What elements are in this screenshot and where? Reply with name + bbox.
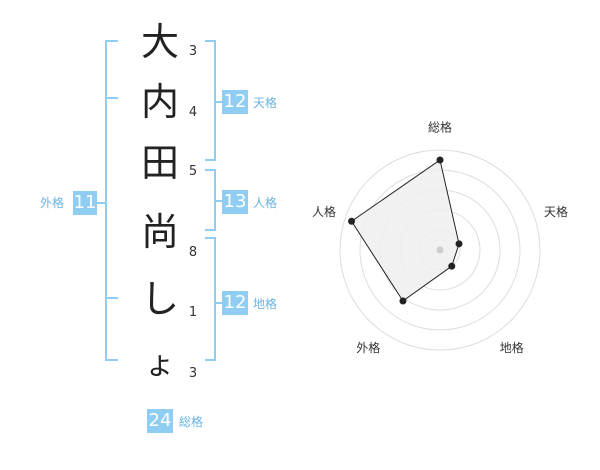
name-char-2: 内: [140, 80, 179, 124]
soukaku-label: 総格: [179, 415, 204, 429]
gaikaku-label: 外格: [40, 196, 65, 210]
radar-data-point: [348, 217, 356, 225]
radar-axis-label: 人格: [312, 204, 336, 219]
name-char-4: 尚: [140, 210, 179, 254]
radar-axis-label: 天格: [544, 204, 568, 219]
gaikaku-badge: 11: [73, 191, 97, 215]
soukaku-badge: 24: [147, 409, 173, 433]
stroke-count-1: 3: [188, 44, 198, 59]
name-char-1: 大: [140, 20, 179, 64]
radar-data-point: [448, 262, 456, 270]
name-char-5: し: [140, 277, 179, 321]
stroke-count-5: 1: [188, 305, 198, 320]
radar-axis-label: 総格: [428, 120, 452, 135]
stroke-count-6: 3: [188, 366, 198, 381]
radar-center-dot: [436, 246, 444, 254]
stroke-count-3: 5: [188, 164, 198, 179]
tenkaku-badge: 12: [222, 90, 248, 114]
tenkaku-label: 天格: [253, 96, 278, 110]
chikaku-badge: 12: [222, 291, 248, 315]
radar-axis-label: 地格: [500, 340, 524, 355]
stroke-count-2: 4: [188, 105, 198, 120]
stroke-count-4: 8: [188, 245, 198, 260]
jinkaku-badge: 13: [222, 190, 248, 214]
radar-grid-ring: [339, 149, 541, 351]
name-char-6: ょ: [145, 347, 175, 382]
radar-data-point: [436, 156, 444, 164]
radar-data-point: [455, 240, 463, 248]
radar-axis-label: 外格: [356, 340, 380, 355]
radar-data-point: [399, 297, 407, 305]
bracket-lines: [96, 40, 222, 361]
name-char-3: 田: [140, 141, 179, 185]
chikaku-label: 地格: [253, 297, 278, 311]
jinkaku-label: 人格: [253, 196, 278, 210]
radar-series-area: [350, 159, 460, 302]
